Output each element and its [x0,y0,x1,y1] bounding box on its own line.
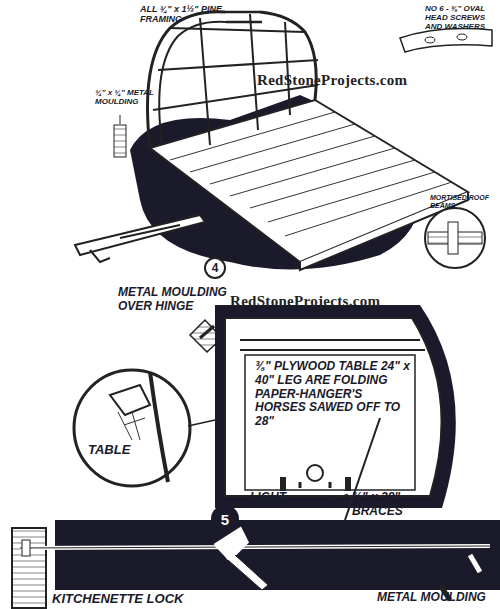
callout-text: 4 [212,261,219,275]
framing-note: ALL ¾" x 1½" PINE FRAMING [140,4,260,25]
moulding-label: METAL MOULDING [377,591,497,605]
hinge-note: METAL MOULDING OVER HINGE [118,286,248,314]
moulding-note: ¾" x ¾" METAL MOULDING [95,88,165,106]
screw-note: NO 6 - ⅜" OVAL HEAD SCREWS AND WASHERS [425,4,497,32]
braces-label: ⅜" x 28" BRACES [352,491,412,519]
roof-beam-note: MORTISED ROOF BEAMS [430,194,492,210]
inset-circle: TABLE [74,370,190,486]
table-note: ⅜" PLYWOOD TABLE 24" x 40" LEG ARE FOLDI… [255,360,410,429]
watermark: RedStoneProjects.com [230,293,470,310]
callout-number: 4 [204,257,226,279]
inset-label: TABLE [88,442,130,457]
kitchenette-lock-label: KITCHENETTE LOCK [52,592,242,607]
light-label: LIGHT [250,491,310,505]
callout-number: 5 [211,505,239,533]
callout-text: 5 [221,511,229,528]
watermark: RedStoneProjects.com [257,72,497,89]
